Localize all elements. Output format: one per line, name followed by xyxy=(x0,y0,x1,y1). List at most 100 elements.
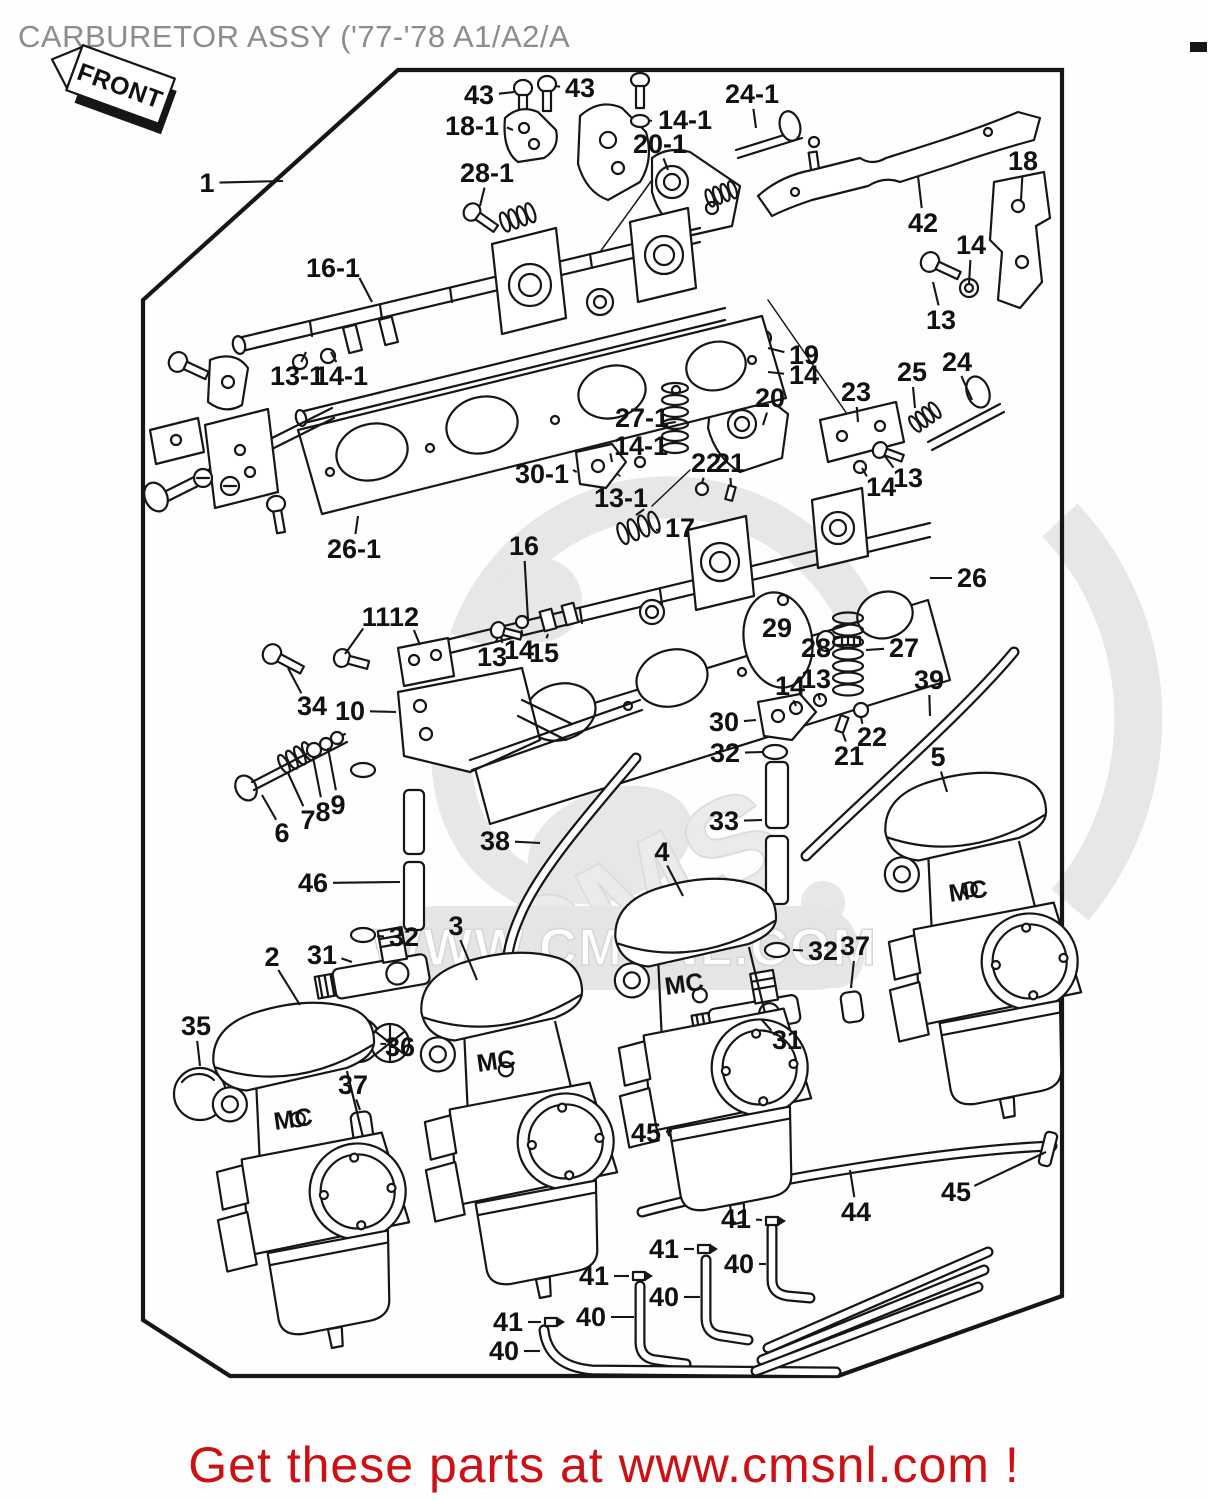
part-callout-41: 41 xyxy=(721,1204,751,1234)
part-callout-32: 32 xyxy=(389,922,419,952)
callout-leader-line xyxy=(849,960,855,989)
callout-leader-line xyxy=(973,1151,1047,1187)
alignment-line xyxy=(599,179,653,253)
callout-leader-line xyxy=(523,560,530,621)
part-callout-9: 9 xyxy=(330,790,345,820)
part-callout-33: 33 xyxy=(709,806,739,836)
callout-leader-line xyxy=(287,772,305,807)
part-callout-44: 44 xyxy=(841,1197,871,1227)
watermark-swirl-blob xyxy=(527,785,693,905)
part-callout-16-1: 16-1 xyxy=(306,253,360,283)
callout-leader-line xyxy=(649,119,653,123)
part-callout-36: 36 xyxy=(385,1032,415,1062)
callout-leader-line xyxy=(662,157,669,171)
part-callout-40: 40 xyxy=(724,1249,754,1279)
callout-leader-line xyxy=(916,175,923,209)
callout-leader-line xyxy=(861,467,868,477)
part-callout-31: 31 xyxy=(772,1025,802,1055)
callout-leader-line xyxy=(663,420,676,426)
part-callout-19: 19 xyxy=(789,340,819,370)
front-sign: FRONT xyxy=(50,43,177,135)
callout-leader-line xyxy=(635,508,645,516)
alignment-line xyxy=(651,469,691,507)
part-callout-14: 14 xyxy=(866,472,896,502)
callout-leader-line xyxy=(459,939,478,981)
callout-leader-line xyxy=(666,865,684,897)
part-callout-13-1: 13-1 xyxy=(594,483,648,513)
part-callout-4: 4 xyxy=(654,837,669,867)
callout-leader-line xyxy=(665,1129,673,1133)
part-callout-27-1: 27-1 xyxy=(615,403,669,433)
callout-leader-line xyxy=(311,756,322,798)
callout-leader-line xyxy=(545,633,549,639)
part-callout-14-1: 14-1 xyxy=(658,105,712,135)
part-callout-38: 38 xyxy=(480,826,510,856)
part-callout-18: 18 xyxy=(1008,146,1038,176)
callout-leader-line xyxy=(767,346,785,354)
part-callout-42: 42 xyxy=(908,208,938,238)
part-callout-43: 43 xyxy=(565,73,595,103)
part-callout-25: 25 xyxy=(897,357,927,387)
part-callout-8: 8 xyxy=(315,797,330,827)
part-callout-14-1: 14-1 xyxy=(314,361,368,391)
callout-leader-line xyxy=(498,90,515,95)
part-callout-43: 43 xyxy=(464,80,494,110)
part-callout-40: 40 xyxy=(649,1282,679,1312)
callout-leader-line xyxy=(354,515,360,535)
alignment-line xyxy=(767,299,855,425)
callout-leader-line xyxy=(344,627,365,655)
banner-text: Get these parts at www.cmsnl.com ! xyxy=(188,1437,1020,1493)
callout-leader-line xyxy=(911,386,917,409)
part-callout-1: 1 xyxy=(199,168,214,198)
callout-leader-line xyxy=(196,1040,202,1067)
part-callout-26: 26 xyxy=(957,563,987,593)
callout-leader-line xyxy=(369,710,397,714)
part-callout-13: 13 xyxy=(926,305,956,335)
part-callout-16: 16 xyxy=(509,531,539,561)
part-callout-26-1: 26-1 xyxy=(327,534,381,564)
part-callout-14: 14 xyxy=(504,635,534,665)
part-callout-14: 14 xyxy=(775,671,805,701)
part-callout-22: 22 xyxy=(857,722,887,752)
callout-leader-line xyxy=(842,733,847,742)
callout-leader-line xyxy=(478,187,486,207)
part-callout-18-1: 18-1 xyxy=(445,111,499,141)
part-callout-28: 28 xyxy=(801,633,831,663)
carburetor-5 xyxy=(867,763,1095,1130)
callout-leader-line xyxy=(355,1099,361,1111)
scan-mark xyxy=(1190,42,1207,52)
part-callout-6: 6 xyxy=(274,818,289,848)
part-callout-3: 3 xyxy=(448,911,463,941)
part-callout-21: 21 xyxy=(715,448,745,478)
part-callout-41: 41 xyxy=(649,1234,679,1264)
part-callout-24-1: 24-1 xyxy=(725,79,779,109)
callout-leader-line xyxy=(939,771,949,793)
hoses-and-tubes xyxy=(349,646,1059,1378)
part-callout-32: 32 xyxy=(808,936,838,966)
callout-leader-line xyxy=(767,370,785,375)
callout-leader-line xyxy=(967,259,972,285)
part-callout-45: 45 xyxy=(941,1177,971,1207)
callout-leader-line xyxy=(326,747,337,791)
part-callout-41: 41 xyxy=(493,1307,523,1337)
part-callout-14: 14 xyxy=(956,230,986,260)
callout-leader-line xyxy=(960,375,973,401)
callout-leader-line xyxy=(1019,175,1024,201)
part-callout-31: 31 xyxy=(307,940,337,970)
part-callout-13-1: 13-1 xyxy=(270,361,324,391)
part-callout-37: 37 xyxy=(338,1070,368,1100)
part-callout-7: 7 xyxy=(300,805,315,835)
callout-leader-line xyxy=(743,718,757,723)
callout-leader-line xyxy=(744,750,763,754)
part-callout-22: 22 xyxy=(691,448,721,478)
callout-leader-line xyxy=(729,477,733,488)
part-callout-41: 41 xyxy=(579,1261,609,1291)
part-callout-14-1: 14-1 xyxy=(614,431,668,461)
part-callout-13: 13 xyxy=(477,642,507,672)
part-callout-10: 10 xyxy=(335,696,365,726)
carb-logo-mark: MC xyxy=(947,875,989,908)
part-callout-27: 27 xyxy=(889,633,919,663)
part-callout-29: 29 xyxy=(762,613,792,643)
